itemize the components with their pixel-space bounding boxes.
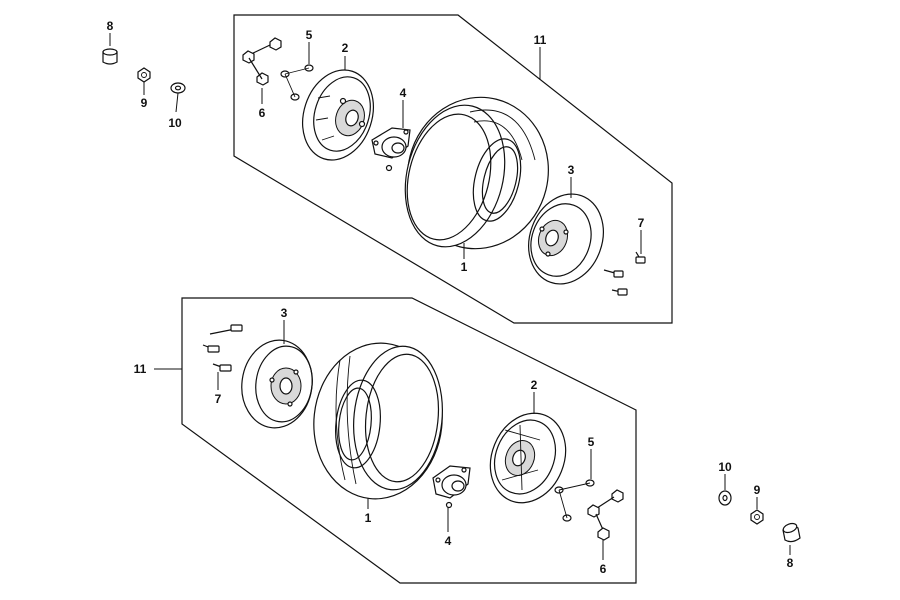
callout-part-3: 3 xyxy=(568,163,575,177)
callout-part-8-lower: 8 xyxy=(787,556,794,570)
upper-wheel-rim xyxy=(528,193,604,285)
hex-nut-part-lower xyxy=(750,509,764,525)
leader-lines xyxy=(109,33,791,560)
callout-part-2-lower: 2 xyxy=(531,378,538,392)
callout-part-6-lower: 6 xyxy=(600,562,607,576)
washer-part xyxy=(170,82,186,94)
callout-part-2: 2 xyxy=(342,41,349,55)
washer-part-lower xyxy=(718,490,732,506)
callout-part-7: 7 xyxy=(638,216,645,230)
callout-part-9-lower: 9 xyxy=(754,483,761,497)
lower-wheel-studs xyxy=(202,324,243,372)
callout-part-11-lower: 11 xyxy=(134,362,147,376)
callout-part-5: 5 xyxy=(306,28,313,42)
spacer-collar-part-lower xyxy=(782,522,801,543)
upper-bolt-set xyxy=(242,37,314,101)
callout-part-6: 6 xyxy=(259,106,266,120)
callout-part-3-lower: 3 xyxy=(281,306,288,320)
upper-brake-drum xyxy=(302,69,374,161)
upper-assembly-frame xyxy=(233,14,673,324)
callout-part-5-lower: 5 xyxy=(588,435,595,449)
lower-assembly-frame xyxy=(181,297,637,584)
callout-part-4-lower: 4 xyxy=(445,534,452,548)
lower-hub-flange xyxy=(432,465,471,509)
callout-part-10-lower: 10 xyxy=(718,460,732,474)
upper-hub-flange xyxy=(371,127,411,172)
callout-part-1-lower: 1 xyxy=(365,511,372,525)
callout-part-11: 11 xyxy=(534,33,547,47)
callout-part-1: 1 xyxy=(461,260,468,274)
callout-part-10: 10 xyxy=(168,116,182,130)
lower-tire xyxy=(313,342,444,500)
callout-part-8: 8 xyxy=(107,19,114,33)
callout-part-7-lower: 7 xyxy=(215,392,222,406)
lower-brake-drum xyxy=(489,412,567,504)
spacer-collar-part xyxy=(102,48,118,65)
upper-wheel-studs xyxy=(603,251,646,296)
upper-tire xyxy=(404,96,549,250)
lower-wheel-rim xyxy=(241,339,313,429)
callout-part-4: 4 xyxy=(400,86,407,100)
hex-nut-part xyxy=(137,67,151,83)
lower-bolt-set xyxy=(554,479,624,541)
callout-part-9: 9 xyxy=(141,96,148,110)
